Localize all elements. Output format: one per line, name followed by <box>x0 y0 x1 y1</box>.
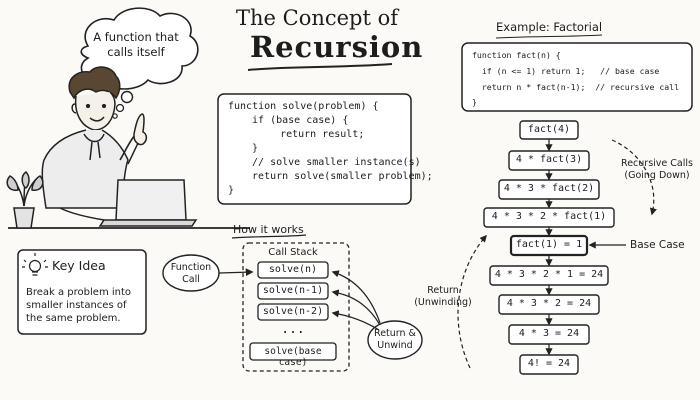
solve-code-line: return result; <box>256 129 365 140</box>
function-call-arrow <box>218 268 254 277</box>
solve-code-line: if (base case) { <box>240 115 349 126</box>
key-idea-box <box>17 249 147 335</box>
solve-code-line: } <box>240 143 259 154</box>
key-idea-heading: Key Idea <box>52 258 106 273</box>
return-unwinding-label: Return (Unwinding) <box>414 285 472 308</box>
factorial-call-text: fact(4) <box>527 124 571 135</box>
factorial-call-text: 4 * 3 * fact(2) <box>503 183 595 194</box>
thought-bubble-text: A function that calls itself <box>93 30 179 59</box>
laptop-illustration <box>98 179 198 227</box>
return-unwinding-arrow <box>457 234 487 369</box>
stack-base-label: solve(base case) <box>264 346 322 368</box>
return-unwind-label: Return & Unwind <box>374 328 416 351</box>
example-heading: Example: Factorial <box>496 20 603 34</box>
title-line-1: The Concept of <box>236 6 399 30</box>
stack-frame-label: solve(n-2) <box>262 306 324 317</box>
factorial-unwind-text: 4 * 3 = 24 <box>518 328 580 339</box>
factorial-code-line: if (n <= 1) return 1; // base case <box>472 66 660 76</box>
solve-code-box <box>217 93 412 205</box>
solve-code-line: return solve(smaller problem); <box>240 171 433 182</box>
factorial-unwind-text: 4! = 24 <box>527 358 571 369</box>
return-unwind-ellipse <box>367 320 423 360</box>
recursive-calls-arrow <box>611 139 657 216</box>
stack-frame-base <box>249 342 337 361</box>
recursive-calls-label: Recursive Calls (Going Down) <box>621 158 693 181</box>
stack-frame <box>257 303 329 321</box>
solve-code-line: // solve smaller instance(s) <box>240 157 421 168</box>
stack-frame <box>257 282 329 300</box>
stack-frame <box>257 261 329 279</box>
factorial-base-text: fact(1) = 1 <box>515 239 583 250</box>
title-line-2: Recursion <box>250 30 424 64</box>
factorial-code-line: return n * fact(n-1); // recursive call <box>472 82 680 92</box>
stack-frame-label: solve(n-1) <box>262 285 324 296</box>
call-stack-container <box>242 242 350 372</box>
solve-code-line: } <box>228 185 235 196</box>
base-case-label: Base Case <box>630 239 685 251</box>
factorial-unwind-text: 4 * 3 * 2 = 24 <box>506 298 592 309</box>
factorial-code-box <box>461 42 693 112</box>
function-call-label: Function Call <box>170 262 212 285</box>
how-it-works-underline <box>231 234 307 239</box>
plant-illustration <box>6 171 44 229</box>
factorial-call-text: 4 * 3 * 2 * fact(1) <box>491 211 607 222</box>
lightbulb-icon <box>22 253 48 276</box>
factorial-unwind-text: 4 * 3 * 2 * 1 = 24 <box>494 269 604 280</box>
call-stack-title: Call Stack <box>268 247 318 258</box>
factorial-call-text: 4 * fact(3) <box>515 154 583 165</box>
how-it-works-heading: How it works <box>233 223 304 236</box>
factorial-code-line: function fact(n) { <box>472 50 561 60</box>
stack-ellipsis: ... <box>281 322 305 337</box>
stack-frame-label: solve(n) <box>268 264 318 275</box>
key-idea-text: Break a problem into smaller instances o… <box>26 287 132 324</box>
person-illustration <box>6 66 250 229</box>
factorial-code-line: } <box>472 97 477 107</box>
title-underline <box>247 63 393 71</box>
solve-code-line: function solve(problem) { <box>228 101 379 112</box>
